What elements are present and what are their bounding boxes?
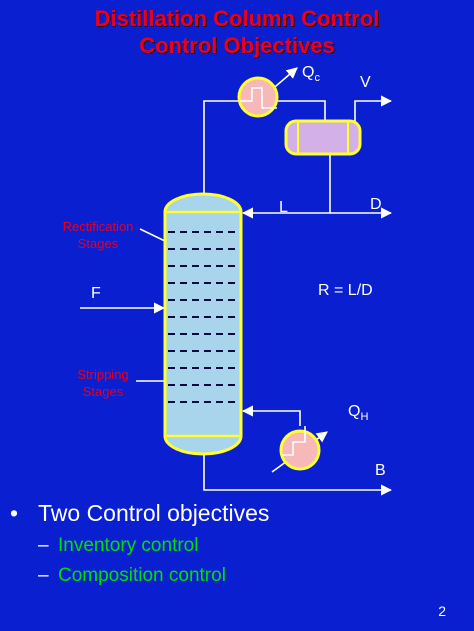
label-d: D [370, 196, 382, 213]
page-number: 2 [438, 603, 446, 619]
rectification-pointer [139, 228, 168, 243]
bullet-main: • Two Control objectives [10, 500, 269, 527]
label-stripping-line-1: Stripping [77, 367, 128, 382]
label-qc: Qc [302, 64, 320, 84]
label-stripping-line-2: Stages [83, 384, 124, 399]
slide-title-line-2: Control Objectives [139, 33, 335, 58]
reboiler-return-line [241, 405, 301, 426]
sub-bullet-2: –Composition control [38, 565, 226, 586]
condenser-icon [237, 76, 279, 118]
bullet-main-text: Two Control objectives [38, 500, 270, 526]
sub-bullet-1: –Inventory control [38, 535, 199, 556]
vapor-product-line [354, 95, 393, 121]
label-reflux-ratio: R = L/D [318, 282, 373, 299]
label-l: L [279, 199, 288, 216]
bullet-dot: • [10, 500, 19, 526]
sub-bullet-2-text: Composition control [58, 565, 226, 586]
reboiler-icon [279, 426, 321, 471]
slide-title-line-1: Distillation Column Control [94, 6, 380, 31]
bottoms-line [203, 452, 393, 496]
label-qh: QH [348, 403, 368, 423]
reflux-drum [284, 119, 362, 156]
condenser-to-drum-line [277, 100, 326, 121]
label-b: B [375, 462, 386, 479]
label-f: F [91, 285, 101, 302]
sub-bullet-1-text: Inventory control [58, 535, 199, 556]
label-rectification-line-1: Rectification [63, 219, 134, 234]
label-v: V [360, 74, 371, 91]
overhead-vapor-line [203, 100, 240, 194]
label-rectification-line-2: Stages [78, 236, 119, 251]
